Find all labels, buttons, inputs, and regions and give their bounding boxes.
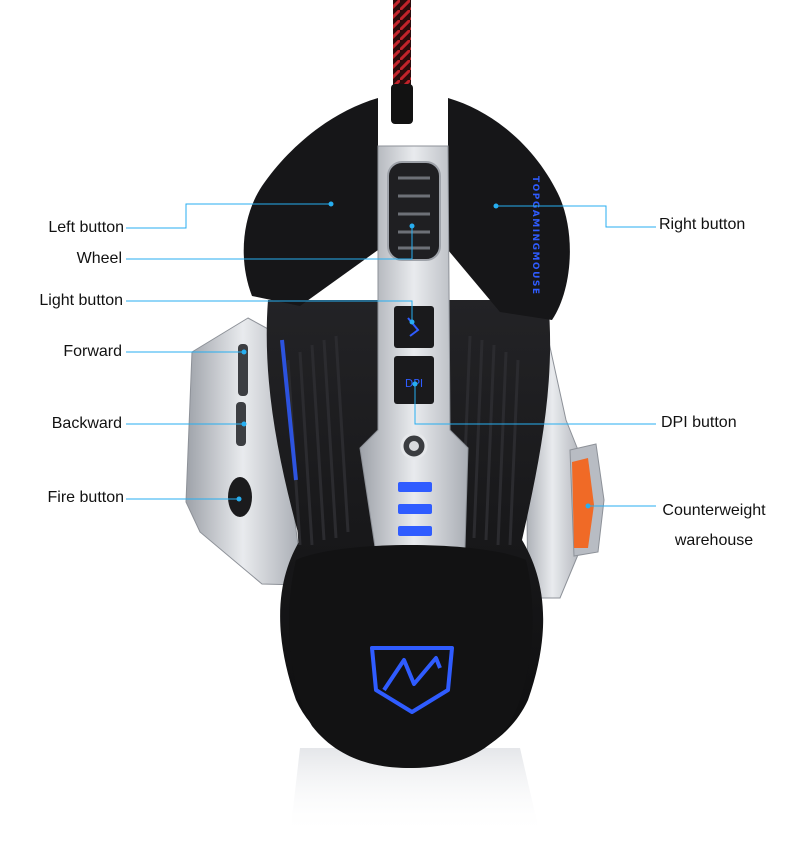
label-counterweight-line2: warehouse [674, 532, 754, 549]
dpi-indicator-3 [398, 526, 432, 536]
dpi-button[interactable] [394, 356, 434, 404]
label-left-button: Left button [48, 219, 124, 236]
forward-side-button[interactable] [238, 344, 248, 396]
leader-left-button [126, 203, 331, 229]
leader-light-button [126, 300, 413, 322]
cable [393, 0, 411, 88]
center-screw-head [409, 441, 419, 451]
label-counterweight-line1: Counterweight [662, 502, 766, 519]
mouse-reflection [290, 748, 540, 835]
label-light-button: Light button [39, 292, 123, 309]
shield-lightning-logo [370, 646, 454, 714]
label-dpi-button: DPI button [661, 414, 737, 431]
label-wheel: Wheel [76, 250, 122, 267]
label-fire-button: Fire button [47, 489, 124, 506]
dpi-indicator-1 [398, 482, 432, 492]
dpi-indicator-2 [398, 504, 432, 514]
anchor-dots [236, 201, 591, 509]
leader-right-button [496, 205, 656, 228]
side-brand-text: TOPGAMINGMOUSE [530, 176, 540, 296]
leader-lines [126, 203, 656, 507]
blue-light-strip [280, 339, 298, 481]
light-button[interactable] [394, 306, 434, 348]
leader-dpi-button [414, 384, 656, 425]
label-right-button: Right button [659, 216, 746, 233]
right-mouse-button[interactable] [448, 98, 570, 320]
label-forward: Forward [63, 343, 122, 360]
palm-rest [289, 545, 533, 768]
wheel-treads [398, 176, 430, 250]
counterweight-cap[interactable] [572, 458, 594, 548]
scroll-wheel[interactable] [387, 161, 441, 261]
leader-wheel [126, 226, 413, 260]
label-counterweight: Counterweight warehouse [652, 496, 776, 556]
left-mouse-button[interactable] [243, 98, 378, 306]
cable-collar [391, 84, 413, 124]
label-backward: Backward [51, 415, 122, 432]
